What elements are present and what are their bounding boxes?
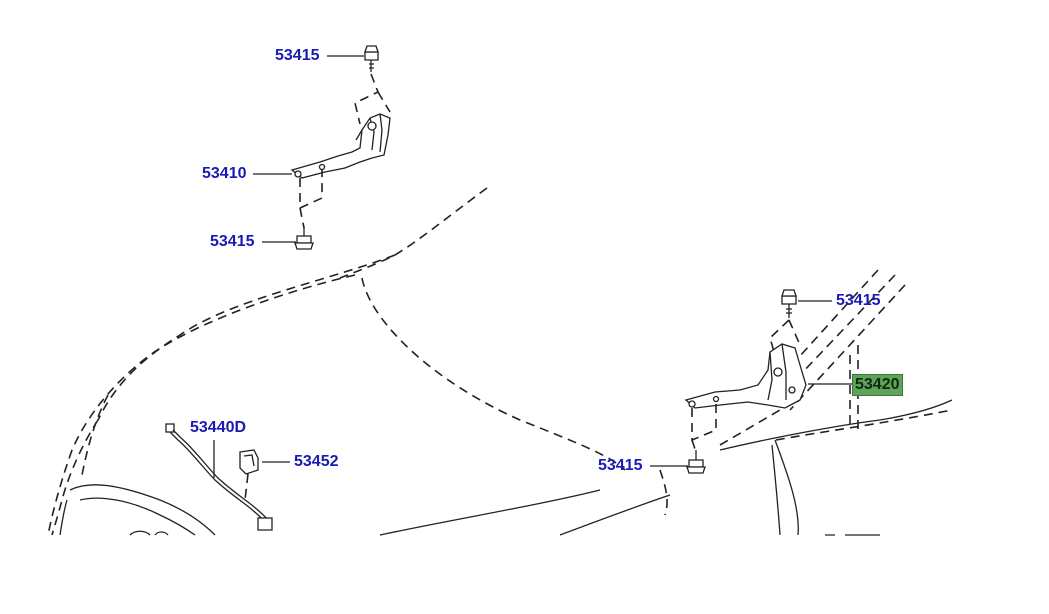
callout-clip: 53452 xyxy=(294,453,339,470)
hinge-right-assembly xyxy=(684,289,807,474)
callout-hinge-left: 53410 xyxy=(202,165,247,182)
body-lines xyxy=(59,269,953,536)
hood-outline xyxy=(47,187,668,536)
callout-bolt-top: 53415 xyxy=(275,47,320,64)
release-cable-assembly xyxy=(165,423,273,531)
callout-bolt-right-top: 53415 xyxy=(836,292,881,309)
hinge-left-assembly xyxy=(290,45,391,250)
callout-cable-release: 53440D xyxy=(190,419,247,436)
leader-lines xyxy=(253,55,852,467)
callout-bolt-center: 53415 xyxy=(598,457,643,474)
callout-bolt-left-lower: 53415 xyxy=(210,233,255,250)
callout-hinge-right: 53420 xyxy=(852,374,903,396)
